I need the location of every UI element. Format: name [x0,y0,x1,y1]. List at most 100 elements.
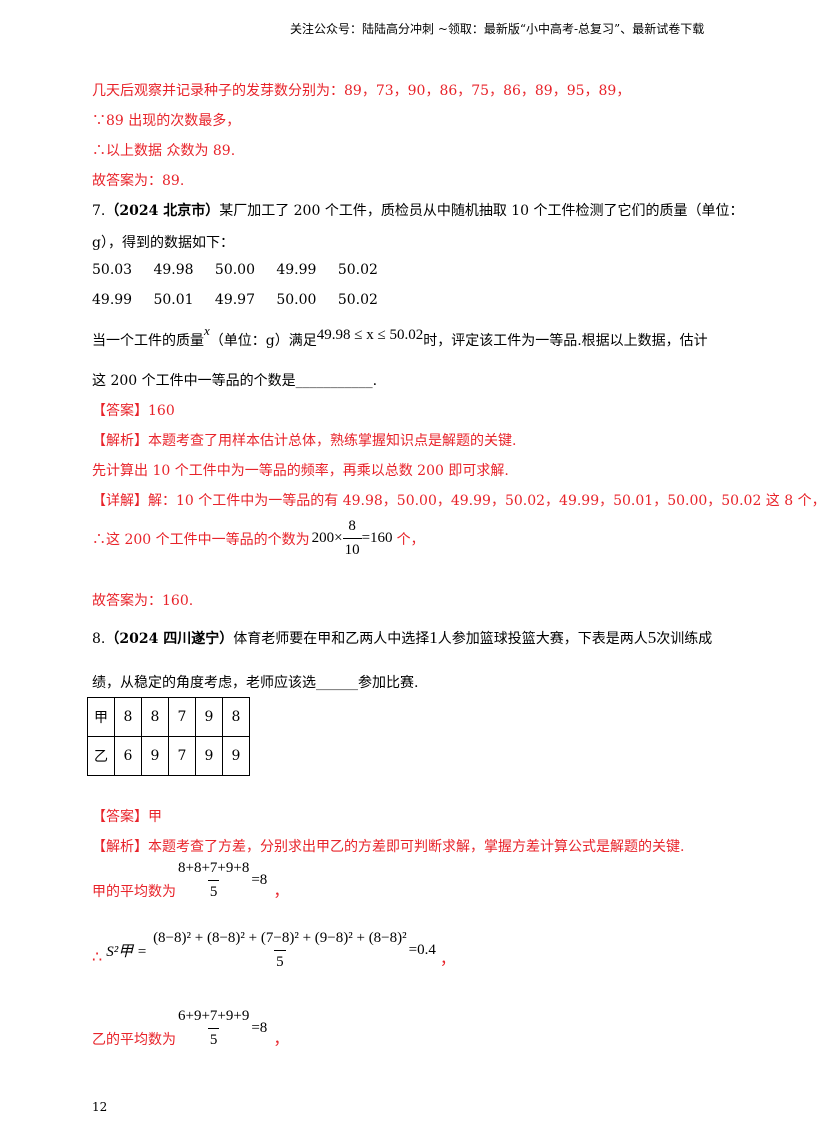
detail-text: 解：10 个工件中为一等品的有 49.98，50.00，49.99，50.02，… [148,493,826,509]
variance-symbol: S²甲 = [106,944,148,960]
table-cell: 8 [222,697,250,737]
q6-because: ∵89 出现的次数最多， [92,113,241,129]
table-cell: 6 [114,736,142,776]
mean-result: =8 [251,1020,268,1036]
q7-data-value: 49.98 [153,262,194,278]
mean-label: 乙的平均数为 [92,1031,176,1048]
q7-detail: 【详解】解：10 个工件中为一等品的有 49.98，50.00，49.99，50… [92,490,826,510]
q7-data-row2: 49.99 50.01 49.97 50.00 50.02 [92,292,383,308]
mean-fraction: 8+8+7+9+8 5 [176,860,251,901]
q8-mean-b: 乙的平均数为 6+9+7+9+9 5 =8 ， [92,1008,289,1049]
q8-stem-line1: 8.（2024 四川遂宁）体育老师要在甲和乙两人中选择1人参加篮球投篮大赛，下表… [92,628,712,648]
fraction-denominator: 5 [207,1028,220,1049]
table-cell: 8 [141,697,169,737]
q7-analysis: 【解析】本题考查了用样本估计总体，熟练掌握知识点是解题的关键. [92,430,516,450]
q7-unit: 个， [396,531,425,548]
q7-stem: 某厂加工了 200 个工件，质检员从中随机抽取 10 个工件检测了它们的质量（单… [219,203,744,219]
q8-number: 8. [92,631,106,647]
comma: ， [273,1028,290,1048]
answer-tag: 【答案】 [92,809,148,825]
q7-fraction: 8 10 [342,518,362,559]
mean-formula: 6+9+7+9+9 5 =8 [176,1008,267,1049]
q8-analysis: 【解析】本题考查了方差，分别求出甲乙的方差即可判断求解，掌握方差计算公式是解题的… [92,836,684,856]
therefore-symbol: ∴ [92,947,103,966]
q6-final-answer: 故答案为：89. [92,173,185,189]
q7-calculation: ∴这 200 个工件中一等品的个数为 200× 8 10 =160 个， [92,518,425,559]
q8-stem-mid: 人参加篮球投篮大赛，下表是两人 [437,631,648,647]
q7-data-value: 49.97 [214,292,255,308]
q7-data-value: 50.02 [337,262,378,278]
comma: ， [273,880,290,900]
fraction-denominator: 5 [207,880,220,901]
analysis-text: 本题考查了方差，分别求出甲乙的方差即可判断求解，掌握方差计算公式是解题的关键. [148,839,685,855]
answer-value: 甲 [148,809,162,825]
q8-count-one: 1 [429,628,438,647]
q7-stem-line2: g），得到的数据如下： [92,235,234,251]
q7-formula-result: =160 [361,530,393,546]
q7-answer: 【答案】160 [92,400,175,420]
detail-tag: 【详解】 [92,493,148,509]
page-number: 12 [92,1100,108,1114]
q8-variance-a: ∴ S²甲 = (8−8)² + (8−8)² + (7−8)² + (9−8)… [92,930,456,971]
q7-formula-lhs: 200× [311,530,343,546]
mean-fraction: 6+9+7+9+9 5 [176,1008,251,1049]
q7-therefore: ∴这 200 个工件中一等品的个数为 [92,531,310,548]
table-cell: 7 [168,697,196,737]
q7-data-value: 50.03 [92,262,133,278]
q7-condition-unit: （单位：g）满足 [209,333,317,349]
q7-formula: 200× 8 10 =160 [312,518,393,559]
q7-number: 7. [92,203,106,219]
q7-data-value: 49.99 [92,292,133,308]
analysis-tag: 【解析】 [92,839,148,855]
fraction-denominator: 5 [274,950,286,971]
q8-score-table: 甲 8 8 7 9 8 乙 6 9 7 9 9 [87,697,250,776]
q7-stem-line1: 7.（2024 北京市）某厂加工了 200 个工件，质检员从中随机抽取 10 个… [92,200,744,220]
q6-therefore: ∴以上数据 众数为 89. [92,143,236,159]
mean-result: =8 [251,872,268,888]
fraction-numerator: 6+9+7+9+9 [178,1008,250,1024]
table-cell: 9 [141,736,169,776]
table-cell: 7 [168,736,196,776]
q7-analysis-2: 先计算出 10 个工件中为一等品的频率，再乘以总数 200 即可求解. [92,463,509,479]
q8-mean-a: 甲的平均数为 8+8+7+9+8 5 =8 ， [92,860,289,901]
table-row: 甲 8 8 7 9 8 [87,697,250,737]
answer-tag: 【答案】 [92,403,148,419]
fraction-denominator: 10 [342,538,362,559]
q8-answer: 【答案】甲 [92,806,162,826]
q7-data-row1: 50.03 49.98 50.00 49.99 50.02 [92,262,383,278]
mean-label: 甲的平均数为 [92,883,176,900]
q7-source: （2024 北京市） [105,203,220,219]
q7-condition-text: 当一个工件的质量 [92,333,204,349]
analysis-tag: 【解析】 [92,433,148,449]
variance-fraction: (8−8)² + (8−8)² + (7−8)² + (9−8)² + (8−8… [151,930,409,971]
q7-data-value: 50.02 [337,292,378,308]
variance-formula: S²甲 = (8−8)² + (8−8)² + (7−8)² + (9−8)² … [106,930,436,971]
q8-stem-tail: 次训练成 [656,631,713,647]
q7-data-value: 50.00 [276,292,317,308]
table-cell: 9 [195,697,223,737]
q8-stem-line2: 绩，从稳定的角度考虑，老师应该选______参加比赛. [92,675,419,691]
fraction-numerator: (8−8)² + (8−8)² + (7−8)² + (9−8)² + (8−8… [153,930,407,946]
q8-source: （2024 四川遂宁） [105,631,234,647]
table-cell: 乙 [87,736,115,776]
q8-stem: 体育老师要在甲和乙两人中选择 [233,631,430,647]
fraction-numerator: 8+8+7+9+8 [178,860,250,876]
q7-variable-x: x [204,323,210,338]
table-cell: 9 [222,736,250,776]
q7-data-value: 49.99 [276,262,317,278]
analysis-text: 本题考查了用样本估计总体，熟练掌握知识点是解题的关键. [148,433,517,449]
table-cell: 8 [114,697,142,737]
table-row: 乙 6 9 7 9 9 [87,736,250,776]
mean-formula: 8+8+7+9+8 5 =8 [176,860,267,901]
variance-result: =0.4 [408,942,436,958]
q7-condition-tail: 时，评定该工件为一等品.根据以上数据，估计 [423,333,708,349]
q7-question: 这 200 个工件中一等品的个数是___________. [92,373,378,389]
page-header: 关注公众号：陆陆高分冲刺 ~领取：最新版“小中高考-总复习”、最新试卷下载 [290,22,705,36]
q7-inequality: 49.98 ≤ x ≤ 50.02 [316,327,424,343]
fraction-numerator: 8 [348,518,356,534]
table-cell: 甲 [87,697,115,737]
q8-count-five: 5 [647,628,657,647]
q7-data-value: 50.00 [214,262,255,278]
answer-value: 160 [148,403,175,419]
q7-condition: 当一个工件的质量x（单位：g）满足49.98 ≤ x ≤ 50.02时，评定该工… [92,323,708,350]
